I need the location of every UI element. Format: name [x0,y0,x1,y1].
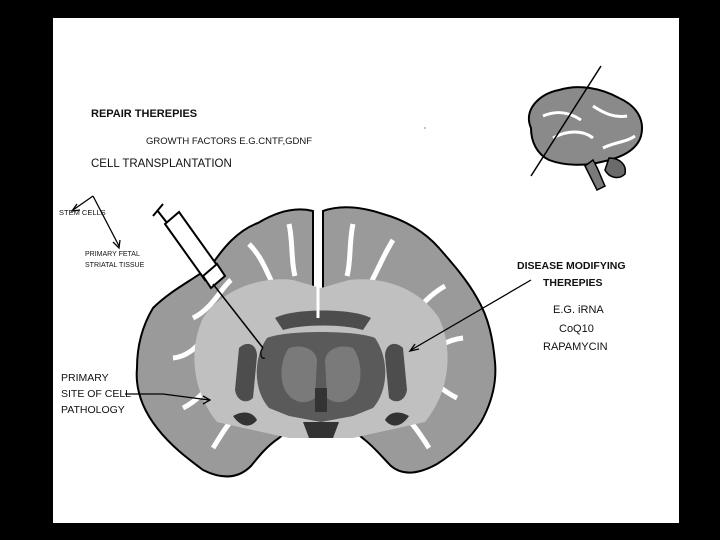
stem-cells-label: STEM CELLS [59,208,106,217]
brain-side-view-icon [528,65,643,192]
primary-site-line1: PRIMARY [61,372,109,384]
repair-therapies-title: REPAIR THEREPIES [91,108,198,120]
disease-modifying-line2: THEREPIES [543,277,603,289]
coq10-label: CoQ10 [559,323,594,335]
rapamycin-label: RAPAMYCIN [543,341,608,353]
disease-modifying-line1: DISEASE MODIFYING [517,260,626,272]
slice-line [530,65,602,177]
right-caudate [385,343,407,402]
slide: REPAIR THEREPIES GROWTH FACTORS E.G.CNTF… [53,18,679,523]
annotation-arrows [70,195,532,405]
diagram-art [70,65,643,478]
coronal-brain-section [135,206,497,478]
irna-label: E.G. iRNA [553,304,604,316]
fetal-tissue-line1: PRIMARY FETAL [85,251,140,258]
cell-transplantation-label: CELL TRANSPLANTATION [91,158,232,170]
left-caudate [235,343,257,402]
syringe-icon [152,203,266,359]
fetal-tissue-line2: STRIATAL TISSUE [85,262,145,269]
primary-site-line3: PATHOLOGY [61,404,125,416]
primary-site-line2: SITE OF CELL [61,388,132,400]
growth-factors-label: GROWTH FACTORS E.G.CNTF,GDNF [146,136,313,147]
